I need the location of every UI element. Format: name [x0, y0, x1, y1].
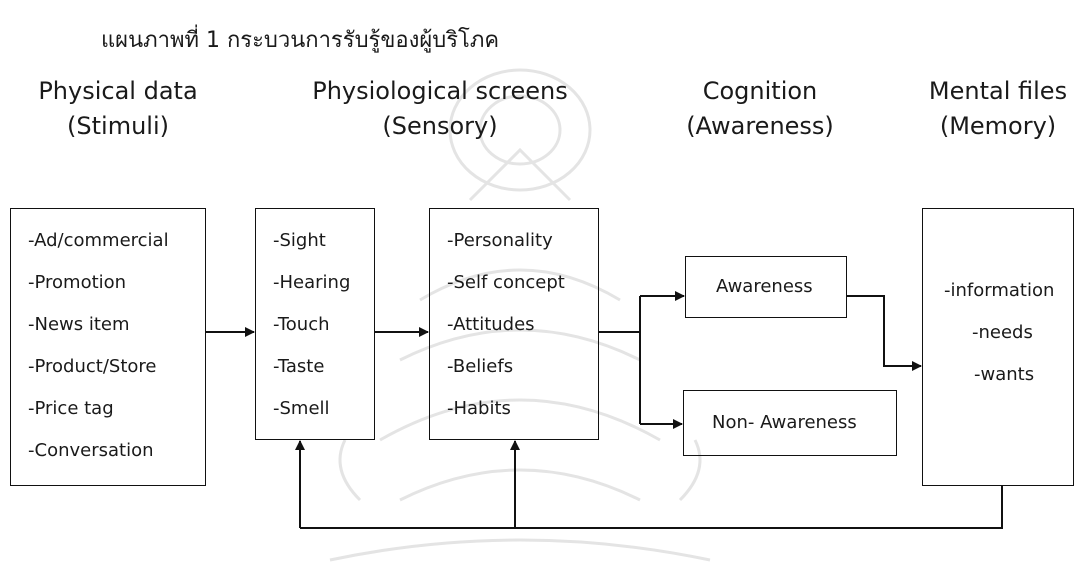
- stimuli-item: -Price tag: [28, 398, 114, 419]
- header-physical-line1: Physical data: [38, 77, 198, 105]
- sense-item: -Hearing: [273, 272, 351, 293]
- stimuli-item: -News item: [28, 314, 130, 335]
- header-physiological-screens: Physiological screens (Sensory): [300, 74, 580, 144]
- header-mental-line2: (Memory): [939, 111, 1057, 140]
- header-cognition: Cognition (Awareness): [680, 74, 840, 144]
- stimuli-box: [10, 208, 206, 486]
- branch-trunk: [599, 296, 641, 424]
- awareness-box: [685, 256, 847, 318]
- memory-item: -information: [944, 280, 1055, 301]
- memory-box: [922, 208, 1074, 486]
- header-mental-line1: Mental files: [928, 77, 1068, 105]
- non-awareness-box: [683, 390, 897, 456]
- header-cognition-line2: (Awareness): [686, 111, 834, 140]
- header-physical-data: Physical data (Stimuli): [28, 74, 208, 144]
- filter-item: -Attitudes: [447, 314, 535, 335]
- non-awareness-label: Non- Awareness: [712, 412, 857, 433]
- stimuli-item: -Ad/commercial: [28, 230, 169, 251]
- stimuli-item: -Conversation: [28, 440, 154, 461]
- filter-item: -Beliefs: [447, 356, 514, 377]
- header-physiological-line2: (Sensory): [382, 111, 498, 140]
- memory-item: -wants: [974, 364, 1035, 385]
- sense-item: -Taste: [273, 356, 325, 377]
- feedback-line: [300, 486, 1003, 529]
- header-mental-files: Mental files (Memory): [918, 74, 1078, 144]
- sense-item: -Smell: [273, 398, 330, 419]
- header-cognition-line1: Cognition: [702, 77, 818, 105]
- filter-item: -Habits: [447, 398, 511, 419]
- stimuli-item: -Product/Store: [28, 356, 157, 377]
- figure-title: แผนภาพที่ 1 กระบวนการรับรู้ของผู้บริโภค: [101, 28, 500, 53]
- filter-item: -Personality: [447, 230, 553, 251]
- filters-box: [429, 208, 599, 440]
- stimuli-item: -Promotion: [28, 272, 127, 293]
- senses-box: [255, 208, 375, 440]
- sense-item: -Touch: [273, 314, 330, 335]
- header-physical-line2: (Stimuli): [67, 111, 169, 140]
- sense-item: -Sight: [273, 230, 326, 251]
- arrow-awareness-to-memory: [847, 295, 922, 371]
- filter-item: -Self concept: [447, 272, 565, 293]
- header-physiological-line1: Physiological screens: [312, 77, 568, 105]
- memory-item: -needs: [972, 322, 1033, 343]
- awareness-label: Awareness: [716, 276, 813, 297]
